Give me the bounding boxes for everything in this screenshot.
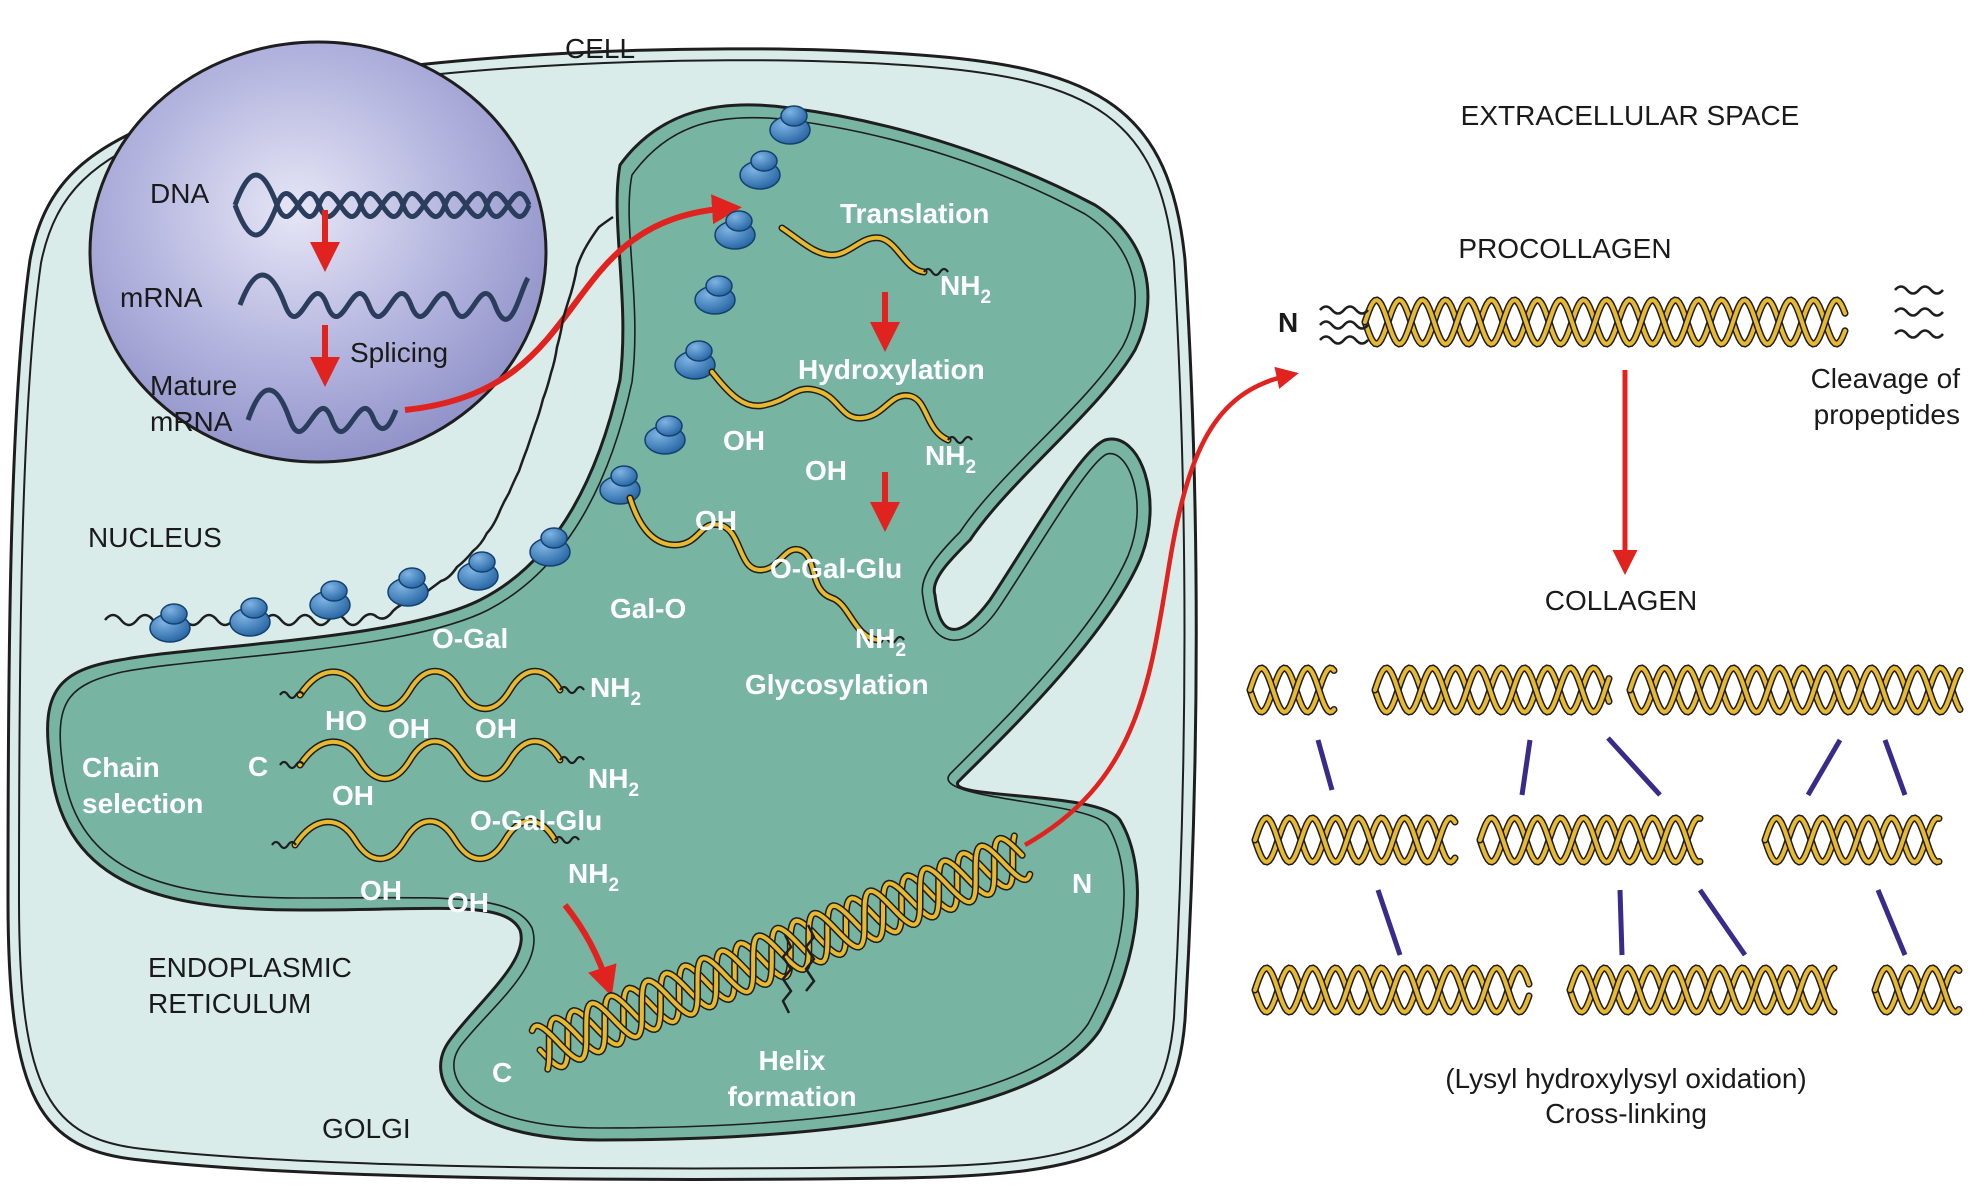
label-chain2-oh: OH [332, 780, 374, 811]
ribosomes [149, 105, 811, 643]
label-golgi: GOLGI [322, 1113, 411, 1144]
label-collagen: COLLAGEN [1545, 585, 1698, 616]
label-chain-line1: Chain [82, 752, 160, 783]
helix-break-mark [781, 934, 793, 1014]
label-dna: DNA [150, 178, 209, 209]
label-er-line2: RETICULUM [148, 988, 311, 1019]
label-nucleus: NUCLEUS [88, 522, 222, 553]
label-chain2-o-gal-glu: O-Gal-Glu [470, 805, 602, 836]
arrow-mrna-to-ribosome [404, 194, 742, 413]
label-chain3-nh2: NH2 [568, 858, 619, 896]
arrow-to-extracellular [1023, 366, 1299, 847]
label-glycosylation: Glycosylation [745, 669, 929, 700]
label-helix-line1: Helix [759, 1045, 826, 1076]
label-splicing: Splicing [350, 337, 448, 368]
label-procollagen: PROCOLLAGEN [1458, 233, 1671, 264]
label-cell: CELL [565, 33, 635, 64]
label-extracellular-space: EXTRACELLULAR SPACE [1461, 100, 1800, 131]
label-helix-c: C [492, 1057, 512, 1088]
endoplasmic-reticulum [46, 103, 1152, 1142]
label-chain1-o-gal: O-Gal [432, 623, 508, 654]
dna-helix [232, 172, 532, 238]
er-lumen-outline [59, 116, 1138, 1129]
label-mature-line2: mRNA [150, 406, 233, 437]
helix-break-mark-2 [804, 924, 816, 992]
label-chain3-oh2: OH [447, 887, 489, 918]
label-glyco-o-gal-glu: O-Gal-Glu [770, 553, 902, 584]
label-chain1-nh2: NH2 [590, 672, 641, 710]
polypeptide-chains [291, 224, 952, 863]
label-hydrox-oh1: OH [723, 425, 765, 456]
chain-squiggle-ends [271, 267, 973, 850]
mrna-strand [237, 272, 531, 322]
label-chain-line2: selection [82, 788, 203, 819]
cleaved-propeptides [1894, 285, 1944, 339]
label-hydrox-oh2: OH [805, 455, 847, 486]
label-mature-line1: Mature [150, 370, 237, 401]
label-chain2-nh2: NH2 [588, 763, 639, 801]
label-chain1-oh1: OH [388, 713, 430, 744]
label-chain2-c: C [248, 751, 268, 782]
label-helix-line2: formation [727, 1081, 856, 1112]
label-glyco-gal-o: Gal-O [610, 593, 686, 624]
label-glyco-oh: OH [695, 505, 737, 536]
label-procollagen-n: N [1278, 307, 1298, 338]
label-hydrox-nh2: NH2 [925, 440, 976, 478]
label-translation-nh2: NH2 [940, 270, 991, 308]
cross-links [1315, 736, 1908, 957]
label-crosslink-line2: Cross-linking [1545, 1098, 1707, 1129]
mature-mrna-strand [245, 387, 399, 434]
label-er-line1: ENDOPLASMIC [148, 952, 352, 983]
label-glyco-nh2: NH2 [855, 623, 906, 661]
label-hydroxylation: Hydroxylation [798, 354, 985, 385]
procollagen-helix [1361, 296, 1849, 348]
label-chain3-oh1: OH [360, 875, 402, 906]
arrow-chain-to-helix [562, 903, 617, 997]
label-translation: Translation [840, 198, 989, 229]
label-cleavage-line2: propeptides [1814, 399, 1960, 430]
label-crosslink-line1: (Lysyl hydroxylysyl oxidation) [1445, 1063, 1807, 1094]
cell-membrane-inner [17, 59, 1186, 1170]
label-chain1-oh2: OH [475, 713, 517, 744]
label-helix-n: N [1072, 868, 1092, 899]
label-mrna: mRNA [120, 282, 203, 313]
procollagen-n-propeptides [1319, 305, 1369, 345]
label-cleavage-line1: Cleavage of [1811, 363, 1961, 394]
collagen-fibrils [1246, 664, 1964, 1016]
label-chain1-ho: HO [325, 705, 367, 736]
